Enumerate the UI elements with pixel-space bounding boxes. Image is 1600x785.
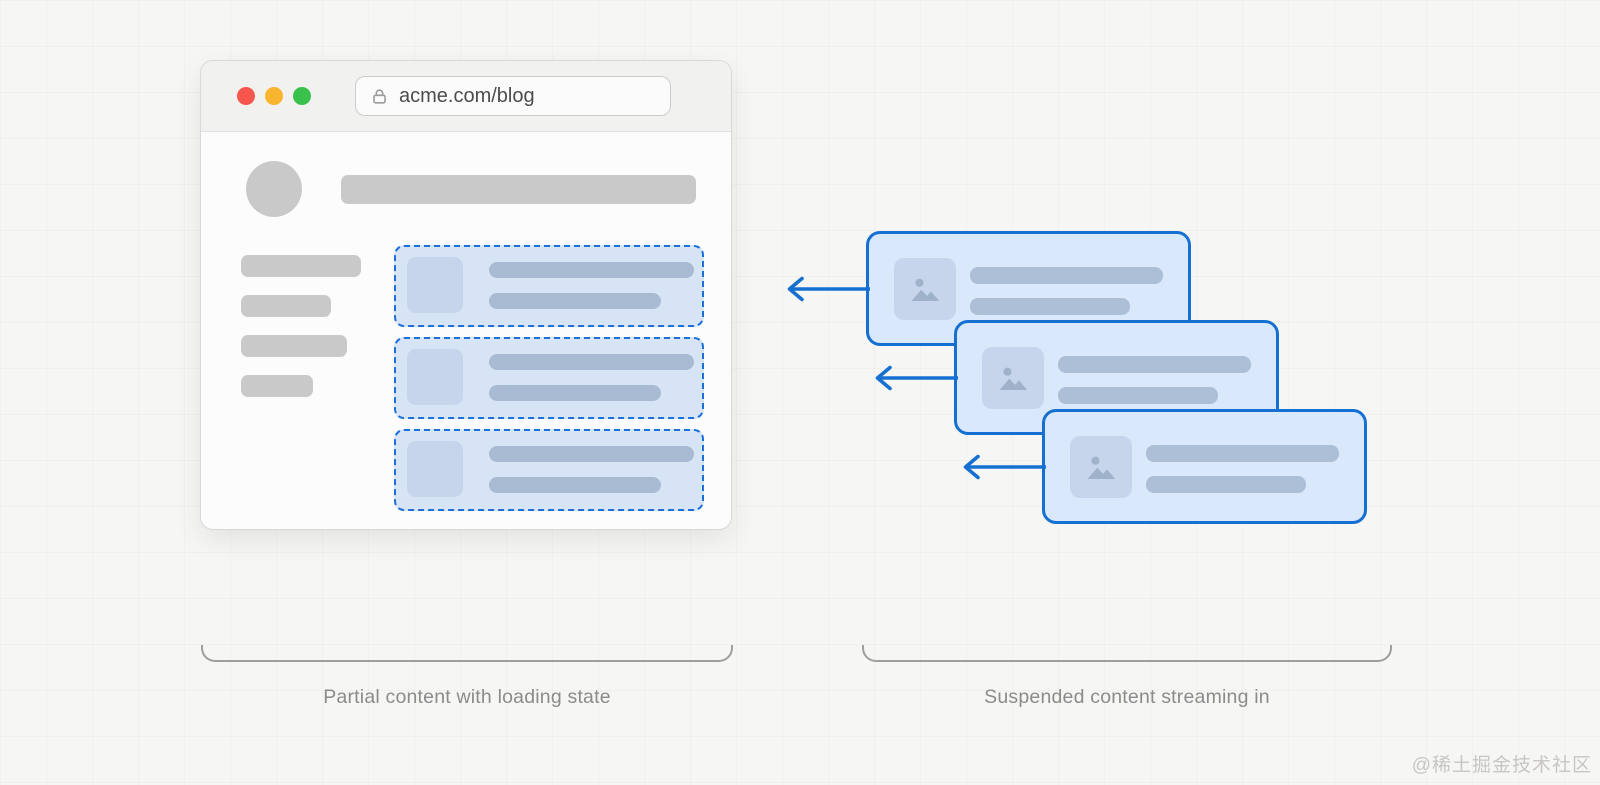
left-bracket (201, 645, 733, 662)
loading-skeleton-card (394, 337, 704, 419)
image-placeholder (407, 441, 463, 497)
streaming-card (1042, 409, 1367, 524)
browser-window: acme.com/blog (200, 60, 732, 530)
image-placeholder (407, 349, 463, 405)
arrow-left-icon (870, 362, 960, 394)
watermark: @稀土掘金技术社区 (1411, 755, 1592, 776)
zoom-light[interactable] (293, 87, 311, 105)
text-skeleton-bar (1058, 356, 1251, 373)
right-bracket (862, 645, 1392, 662)
text-skeleton-bar (970, 298, 1130, 315)
close-light[interactable] (237, 87, 255, 105)
arrow-left-icon (782, 273, 872, 305)
minimize-light[interactable] (265, 87, 283, 105)
address-bar[interactable]: acme.com/blog (355, 76, 671, 116)
image-placeholder-icon (1087, 456, 1116, 479)
loading-cards-group (394, 245, 704, 521)
image-placeholder (894, 258, 956, 320)
sidebar-skeleton-bar (241, 375, 313, 397)
arrow-left-icon (958, 451, 1048, 483)
text-skeleton-bar (1058, 387, 1218, 404)
right-caption: Suspended content streaming in (984, 686, 1270, 708)
text-skeleton-bar (1146, 445, 1339, 462)
sidebar-skeleton-bar (241, 255, 361, 277)
browser-titlebar: acme.com/blog (201, 61, 731, 132)
image-placeholder (1070, 436, 1132, 498)
loading-skeleton-card (394, 245, 704, 327)
heading-skeleton-bar (341, 175, 696, 204)
left-caption: Partial content with loading state (323, 686, 611, 708)
url-text: acme.com/blog (399, 84, 535, 107)
image-placeholder-icon (999, 367, 1028, 390)
text-skeleton-bar (1146, 476, 1306, 493)
text-skeleton-bar (489, 446, 694, 462)
image-placeholder-icon (911, 278, 940, 301)
text-skeleton-bar (970, 267, 1163, 284)
text-skeleton-bar (489, 477, 661, 493)
text-skeleton-bar (489, 385, 661, 401)
avatar-skeleton (246, 161, 302, 217)
text-skeleton-bar (489, 354, 694, 370)
text-skeleton-bar (489, 293, 661, 309)
sidebar-skeleton-bar (241, 335, 347, 357)
traffic-lights (237, 87, 311, 105)
loading-skeleton-card (394, 429, 704, 511)
image-placeholder (407, 257, 463, 313)
image-placeholder (982, 347, 1044, 409)
sidebar-skeleton-bar (241, 295, 331, 317)
text-skeleton-bar (489, 262, 694, 278)
sidebar-skeleton (241, 255, 361, 415)
lock-icon (370, 87, 389, 106)
